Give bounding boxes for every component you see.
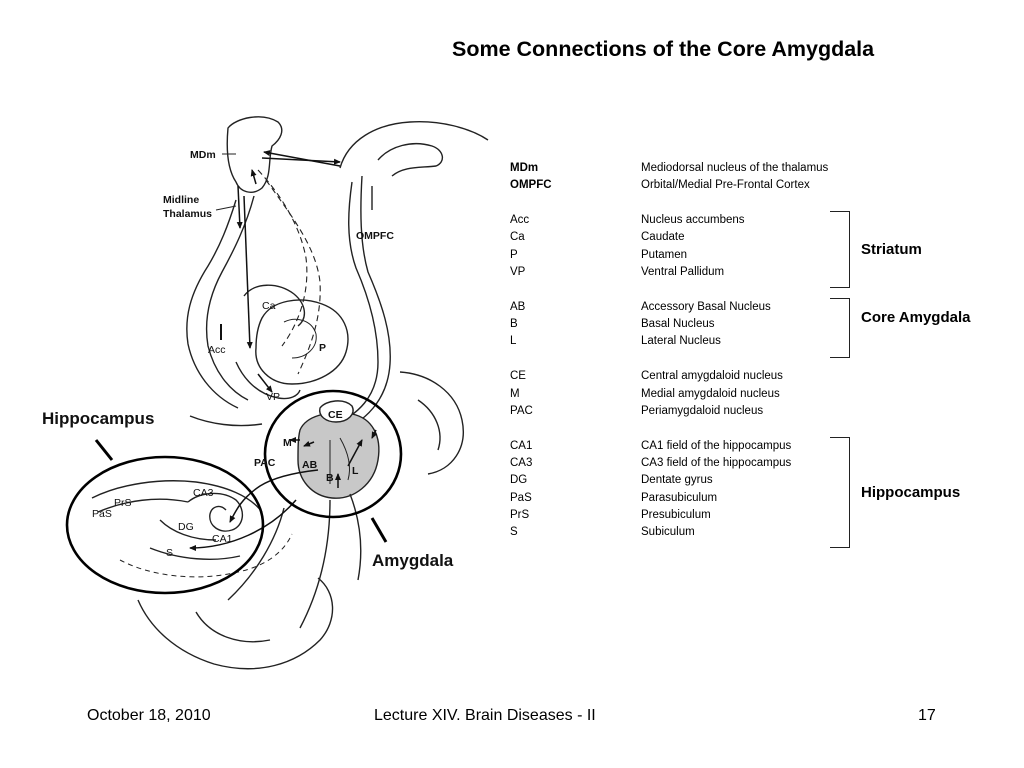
ompfc-gyrus [377,142,443,177]
label-m: M [283,437,292,449]
callout-hippocampus: Hippocampus [42,409,154,428]
slide-title: Some Connections of the Core Amygdala [452,37,875,61]
thalamus-to-acc-arrow [243,195,253,349]
outer-loop-right [329,181,379,427]
label-ca: Ca [262,300,276,312]
label-l: L [352,465,359,477]
label-vp: VP [266,391,280,403]
label-midline: Midline [163,194,199,206]
amygdala-highlight-circle [263,389,403,519]
label-mdm: MDm [190,149,216,161]
caudate-outline [243,284,305,327]
putamen-outline [255,299,349,385]
label-ca1: CA1 [212,533,233,545]
temporal-outline [399,371,464,475]
callout-amygdala: Amygdala [372,551,454,570]
amygdala-callout-line [370,517,388,543]
ca3-dg-curl [187,492,243,532]
label-b: B [326,472,334,484]
label-ab: AB [302,459,318,471]
label-acc: Acc [208,344,226,356]
mdm-to-ompfc-arrow [261,157,341,165]
hippocampus-highlight-circle [65,455,265,595]
footer-lecture-title: Lecture XIV. Brain Diseases - II [374,707,596,724]
ompfc-to-mdm-arrow [263,150,341,167]
label-ce: CE [328,409,343,421]
label-prs: PrS [114,497,132,509]
amygdala-to-hippocampus-arrow [229,469,319,523]
footer-page-number: 17 [918,707,936,724]
label-ca3: CA3 [193,487,214,499]
label-pas: PaS [92,508,112,520]
footer-date: October 18, 2010 [87,707,211,724]
label-p: P [319,342,326,354]
cortex-outline [339,120,489,169]
hippocampus-callout-line [94,439,114,461]
brainstem-outline [137,577,334,670]
central-nucleus [319,400,354,423]
outer-loop-left [186,199,239,409]
thalamus-outline [226,116,283,193]
label-thalamus: Thalamus [163,208,212,220]
label-ompfc: OMPFC [356,230,394,242]
label-s: S [166,547,173,559]
label-pac: PAC [254,457,276,469]
label-dg: DG [178,521,194,533]
